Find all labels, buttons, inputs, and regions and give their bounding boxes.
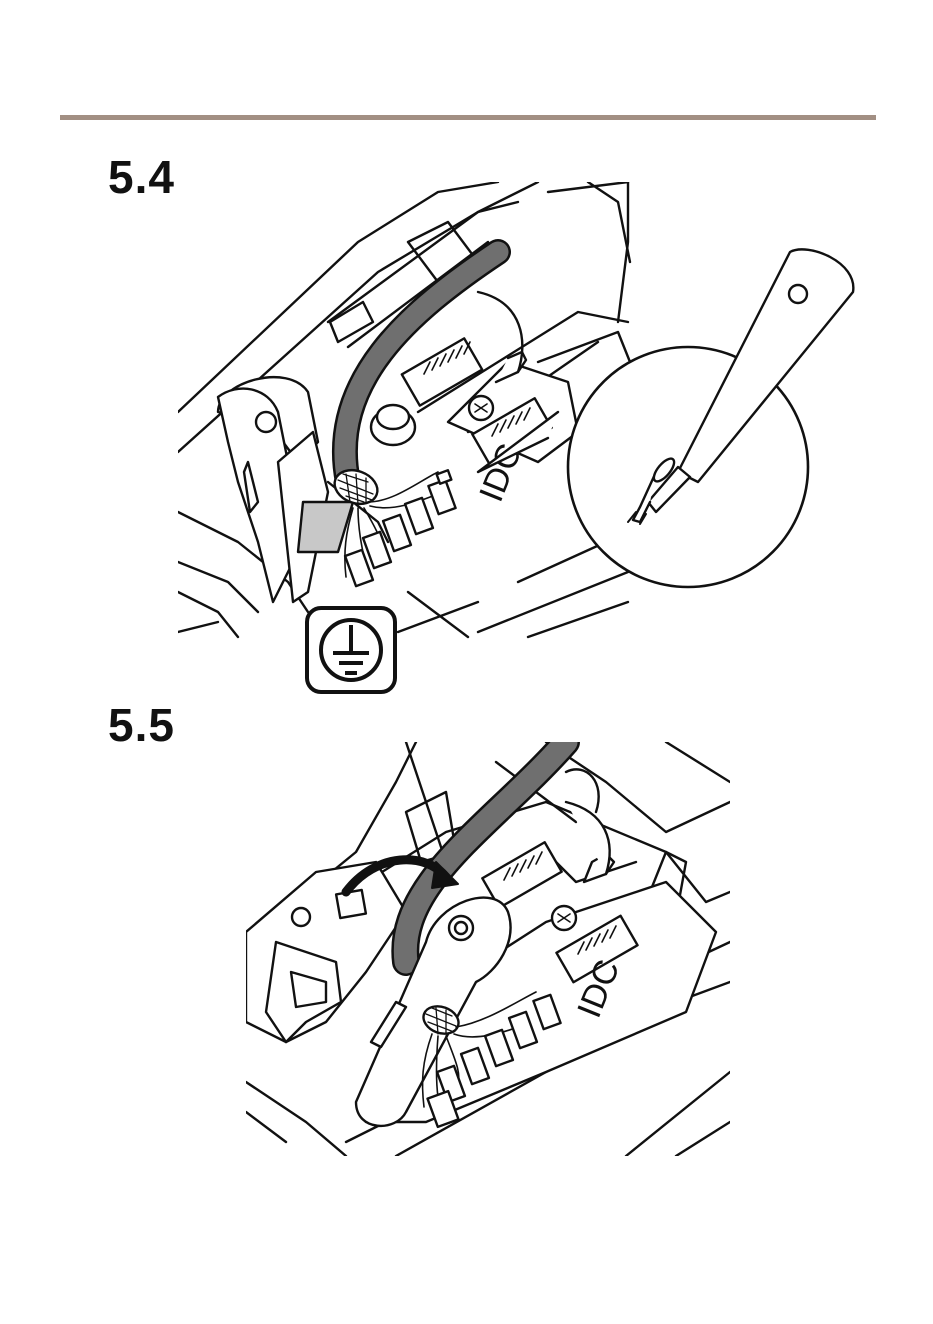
side-module — [246, 862, 406, 1042]
figure-5-5: IDC — [246, 742, 730, 1156]
step-number-5-5: 5.5 — [108, 698, 175, 752]
figure-5-4: IDC — [178, 182, 858, 702]
protective-earth-ground-icon — [304, 605, 398, 695]
step-number-5-4: 5.4 — [108, 150, 175, 204]
header-rule — [60, 115, 876, 120]
hinge-lever — [218, 377, 328, 602]
